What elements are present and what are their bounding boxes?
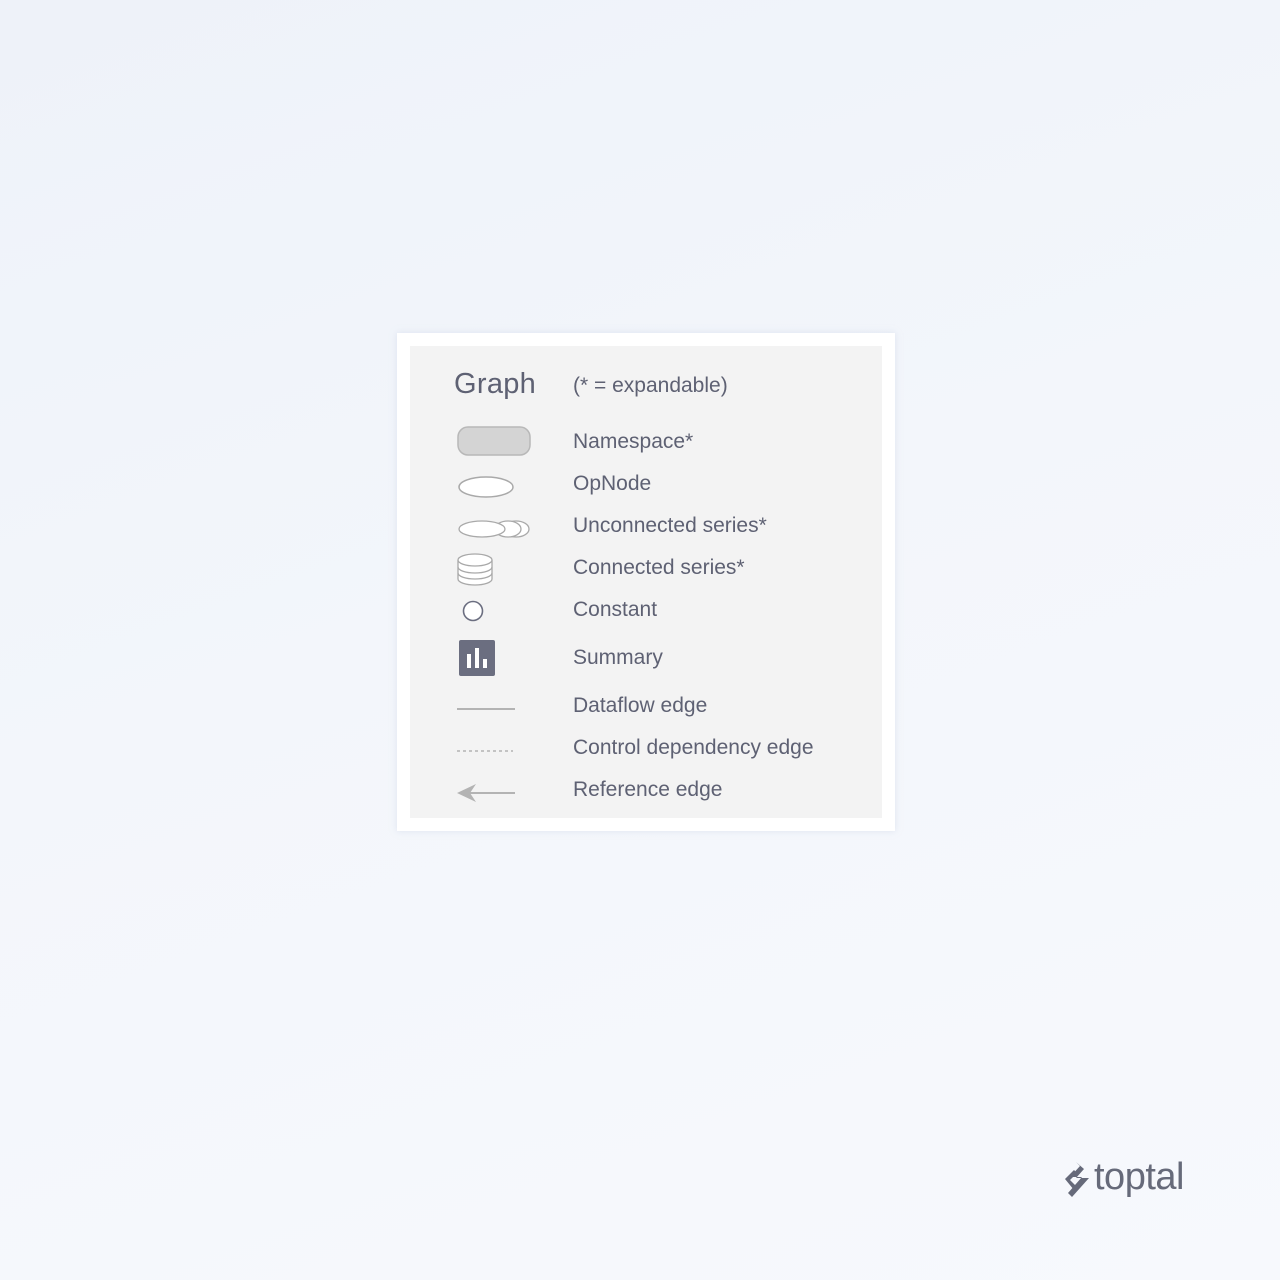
- legend-label-namespace: Namespace*: [573, 430, 694, 453]
- legend-item-namespace: Namespace*: [410, 424, 882, 460]
- legend-label-unconnected-series: Unconnected series*: [573, 514, 767, 537]
- dataflow-edge-icon: [454, 688, 538, 724]
- summary-icon: [454, 640, 538, 676]
- legend-item-constant: Constant: [410, 592, 882, 628]
- legend-panel: Graph (* = expandable) Namespace* OpNode: [410, 346, 882, 818]
- legend-item-reference-edge: Reference edge: [410, 772, 882, 808]
- legend-item-control-dependency-edge: Control dependency edge: [410, 730, 882, 766]
- toptal-logo: toptal: [1062, 1156, 1192, 1202]
- op-node-icon: [454, 466, 538, 502]
- namespace-icon: [454, 424, 538, 460]
- unconnected-series-icon: [454, 508, 538, 544]
- legend-label-constant: Constant: [573, 598, 658, 621]
- legend-item-dataflow-edge: Dataflow edge: [410, 688, 882, 724]
- legend-label-summary: Summary: [573, 646, 663, 669]
- legend-subtitle: (* = expandable): [573, 374, 728, 397]
- legend-item-connected-series: Connected series*: [410, 550, 882, 586]
- toptal-wordmark: toptal: [1094, 1156, 1184, 1198]
- legend-label-opnode: OpNode: [573, 472, 652, 495]
- legend-title: Graph: [454, 368, 537, 400]
- legend-item-summary: Summary: [410, 640, 882, 676]
- connected-series-icon: [454, 550, 538, 586]
- legend-label-connected-series: Connected series*: [573, 556, 745, 579]
- legend-label-reference-edge: Reference edge: [573, 778, 723, 801]
- legend-item-unconnected-series: Unconnected series*: [410, 508, 882, 544]
- graph-legend: Graph (* = expandable) Namespace* OpNode: [397, 333, 895, 831]
- legend-label-control-dependency-edge: Control dependency edge: [573, 736, 814, 759]
- constant-icon: [454, 592, 538, 628]
- legend-item-opnode: OpNode: [410, 466, 882, 502]
- control-dependency-edge-icon: [454, 730, 538, 766]
- legend-label-dataflow-edge: Dataflow edge: [573, 694, 708, 717]
- toptal-logo-icon: [1062, 1160, 1092, 1200]
- reference-edge-icon: [454, 772, 538, 808]
